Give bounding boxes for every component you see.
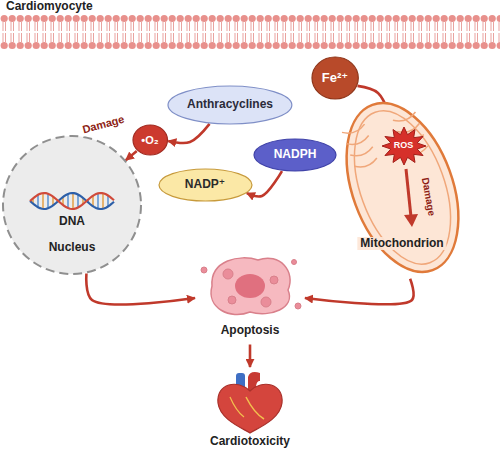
cofactor-ellipse: NADPH [253,138,337,172]
illustration-part [30,193,114,209]
illustration-part [382,127,426,165]
node-text: Apoptosis [221,324,280,338]
arrow-connector [86,273,195,304]
illustration-part [133,125,167,155]
illustration-part [201,267,207,273]
illustration-part [254,139,336,171]
illustration-part [350,146,374,158]
illustration-part [404,214,418,227]
superoxide-circle: •O₂ [132,124,168,156]
mitochondrion-shape: Mitochondrion ROS [340,95,465,280]
illustration-part [47,194,48,209]
illustration-part [42,193,43,209]
illustration-part [325,87,479,287]
illustration-part [312,57,358,99]
node-text: ROS [394,140,414,150]
drug-ellipse: Anthracyclines [167,85,293,125]
illustration-part [392,112,416,124]
node-text: NADP⁺ [185,178,225,192]
illustration-part [30,193,114,209]
apoptosis-figure: Apoptosis [195,250,305,345]
illustration-part [72,193,73,209]
node-text: •O₂ [141,134,158,147]
heart-figure: Cardiotoxicity [195,367,305,455]
lipid-bilayer [0,14,500,50]
node-text: Cardiotoxicity [210,435,290,449]
illustration-part [218,384,282,433]
node-text: Fe²⁺ [322,71,348,86]
nucleus-circle: DNA Nucleus [2,135,142,275]
arrow-connector [168,124,209,143]
cofactor-ellipse: NADP⁺ [158,168,253,202]
illustration-part [228,296,236,304]
illustration-part [246,397,264,419]
illustration-part [37,195,38,207]
arrow-connector [305,279,414,305]
cell-label: Cardiomyocyte [4,0,95,14]
illustration-part [223,269,233,279]
mitochondrion-shape-outline [340,95,465,280]
node-text: Nucleus [49,241,96,255]
arrow-connector [247,171,282,196]
illustration-part [354,157,378,169]
arrow-connector [249,345,252,368]
illustration-part [159,169,252,201]
illustration-part [341,124,365,136]
illustration-part [168,86,292,124]
node-text: Mitochondrion [357,237,446,251]
illustration-part [230,397,244,417]
node-text: NADPH [274,148,317,162]
node-text: DNA [59,215,85,229]
illustration-part [346,135,370,147]
arrow-connector [126,151,137,160]
ros-burst: ROS [381,126,427,166]
illustration-part [292,259,297,264]
illustration-part [261,297,271,307]
illustration-part [97,193,98,208]
illustration-part [67,194,68,208]
iron-circle: Fe²⁺ [311,56,359,100]
node-text: Anthracyclines [187,98,273,112]
illustration-part [406,169,411,217]
edge-label: Damage [79,112,127,136]
illustration-part [295,303,301,309]
illustration-part [211,257,290,314]
illustration-part [3,136,141,274]
illustration-part [235,274,265,298]
illustration-part [270,276,278,284]
illustration-part [102,193,103,208]
illustration-part [325,87,479,287]
illustration-part [77,194,78,207]
illustration-part [335,97,469,276]
